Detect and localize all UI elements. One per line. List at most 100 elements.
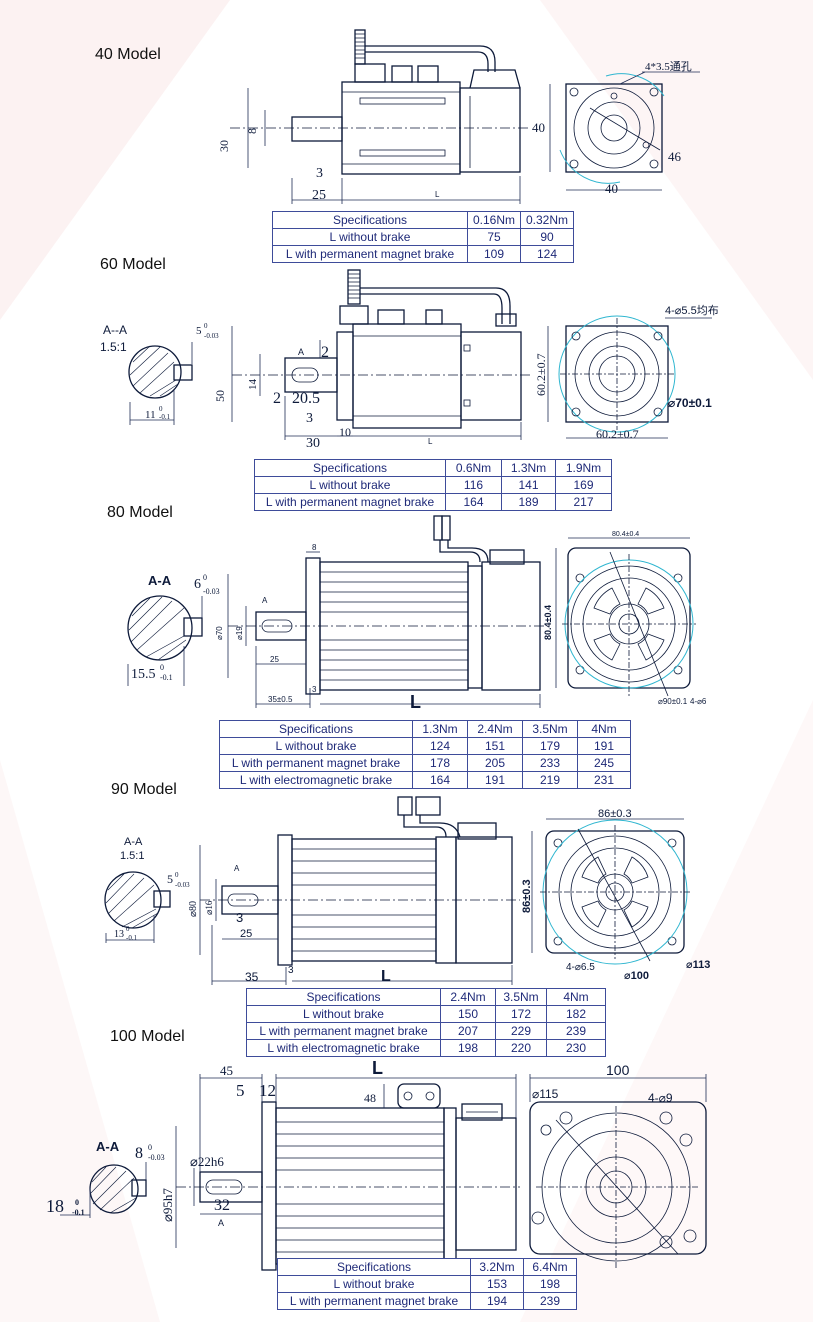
model-60-dim-2a: 2	[321, 344, 329, 361]
table-row: Specifications 0.6Nm 1.3Nm 1.9Nm	[254, 459, 612, 477]
model-100-shaft-dia-label: ⌀95h7	[160, 1188, 175, 1222]
table-row: L with permanent magnet brake 194 239	[277, 1292, 577, 1310]
model-40-section: 40 Model 30 8 3 25 L	[0, 0, 813, 265]
model-40-holes-label: 4*3.5通孔	[645, 60, 692, 73]
spec-cell: 164	[445, 493, 502, 511]
spec-header: Specifications	[277, 1258, 471, 1276]
table-row: L with electromagnetic brake 164 191 219…	[219, 771, 631, 789]
model-80-section-label: A-A	[148, 573, 172, 588]
spec-cell: 124	[520, 245, 574, 263]
spec-cell: 189	[501, 493, 556, 511]
model-90-drawing: A-A 1.5:1 13 0 -0.1 5 0 -0.03	[104, 796, 710, 985]
spec-cell: L without brake	[277, 1275, 471, 1293]
spec-cell: L with permanent magnet brake	[254, 493, 446, 511]
model-100-flange-width: 100	[606, 1062, 630, 1078]
spec-cell: L with permanent magnet brake	[277, 1292, 471, 1310]
model-80-dim-L: L	[410, 692, 421, 712]
model-100-key-dia-label: ⌀22h6	[190, 1154, 224, 1169]
tol: 0	[203, 573, 207, 582]
model-100-spec-table: Specifications 3.2Nm 6.4Nm L without bra…	[277, 1258, 577, 1310]
model-40-pcd-label: 46	[668, 149, 682, 164]
table-row: L with electromagnetic brake 198 220 230	[246, 1039, 606, 1057]
spec-cell: 217	[555, 493, 612, 511]
spec-cell: 231	[577, 771, 631, 789]
spec-cell: 239	[546, 1022, 606, 1040]
model-100-key-height: 8	[135, 1145, 143, 1162]
spec-cell: 169	[555, 476, 612, 494]
spec-cell: 198	[523, 1275, 577, 1293]
spec-cell: 90	[520, 228, 574, 246]
model-100-dim-12: 12	[259, 1081, 276, 1100]
model-40-key-dia-label: 8	[245, 128, 259, 134]
tol: -0.1	[72, 1208, 85, 1217]
spec-header: 1.3Nm	[412, 720, 468, 738]
model-80-shaft-dia-label: ⌀70	[215, 626, 224, 640]
model-80-dim-8: 8	[312, 543, 317, 552]
model-80-flange-height: 80.4±0.4	[543, 605, 553, 640]
model-90-holes-label: 4-⌀6.5	[566, 962, 595, 973]
tol: 0	[148, 1143, 152, 1152]
model-60-drawing: A--A 1.5:1 11 0 -0.1 5 0 -0.03	[100, 269, 719, 451]
model-60-section: 60 Model A--A 1.5:1 11 0 -0.1 5 0 -0.03	[0, 250, 813, 515]
model-90-section: 90 Model A-A 1.5:1 13 0 -0.1 5 0 -0.03	[0, 775, 813, 1065]
spec-header: 3.5Nm	[522, 720, 578, 738]
model-40-flange-height: 40	[532, 120, 545, 135]
model-60-flange-height: 60.2±0.7	[534, 353, 548, 396]
spec-cell: 172	[495, 1005, 547, 1023]
model-90-dim-3a: 3	[236, 910, 243, 925]
model-100-section: 100 Model A-A 18 0 -0.1 8 0 -0.03	[0, 1022, 813, 1322]
tol: -0.03	[203, 587, 220, 596]
model-60-holes-label: 4-⌀5.5均布	[665, 304, 719, 317]
spec-cell: 75	[467, 228, 521, 246]
model-100-dim-45: 45	[220, 1063, 233, 1078]
spec-header: 3.2Nm	[470, 1258, 524, 1276]
model-90-key-height: 5	[167, 872, 173, 886]
model-80-dim-25: 25	[270, 655, 279, 664]
spec-header: Specifications	[246, 988, 441, 1006]
table-row: Specifications 0.16Nm 0.32Nm	[272, 211, 574, 229]
model-80-drawing: A-A 15.5 0 -0.1 6 0 -0.03	[127, 515, 707, 712]
model-60-flange-width: 60.2±0.7	[596, 427, 639, 441]
spec-header: 4Nm	[577, 720, 631, 738]
model-60-scale-label: 1.5:1	[100, 340, 127, 354]
model-90-flange-width: 86±0.3	[598, 808, 632, 820]
spec-cell: 191	[577, 737, 631, 755]
model-100-title: 100 Model	[110, 1028, 185, 1045]
model-90-dim-3b: 3	[288, 965, 294, 976]
model-90-key-width: 13	[114, 929, 124, 940]
model-60-section-label: A--A	[103, 323, 127, 337]
spec-cell: 109	[467, 245, 521, 263]
model-60-dim-205: 20.5	[292, 390, 320, 407]
tol: 0	[126, 925, 130, 933]
model-90-pcd-b-label: ⌀113	[686, 959, 710, 971]
spec-cell: 239	[523, 1292, 577, 1310]
model-80-spec-table: Specifications 1.3Nm 2.4Nm 3.5Nm 4Nm L w…	[219, 720, 631, 789]
model-100-section-marker: A	[218, 1218, 224, 1228]
tol: 0	[75, 1198, 79, 1207]
spec-header: 1.9Nm	[555, 459, 612, 477]
spec-cell: 124	[412, 737, 468, 755]
model-80-title: 80 Model	[107, 504, 173, 521]
spec-header: 0.32Nm	[520, 211, 574, 229]
model-90-key-dia-label: ⌀16	[204, 900, 214, 915]
spec-header: 0.16Nm	[467, 211, 521, 229]
table-row: L without brake 153 198	[277, 1275, 577, 1293]
spec-cell: 230	[546, 1039, 606, 1057]
model-40-dim-L: L	[435, 190, 440, 199]
model-60-key-width: 11	[145, 409, 156, 421]
model-60-section-marker: A	[298, 347, 304, 357]
model-60-dim-L: L	[428, 437, 433, 446]
model-100-holes-label: 4-⌀9	[648, 1091, 673, 1105]
model-60-title: 60 Model	[100, 256, 166, 273]
model-100-section-label: A-A	[96, 1139, 120, 1154]
table-row: Specifications 3.2Nm 6.4Nm	[277, 1258, 577, 1276]
model-80-dim-35: 35±0.5	[268, 695, 293, 704]
spec-cell: 219	[522, 771, 578, 789]
model-90-section-marker: A	[234, 864, 240, 873]
spec-cell: 191	[467, 771, 523, 789]
spec-cell: L without brake	[219, 737, 413, 755]
table-row: L with permanent magnet brake 164 189 21…	[254, 493, 612, 511]
tol: -0.1	[126, 934, 138, 942]
model-60-dim-3: 3	[306, 411, 313, 426]
